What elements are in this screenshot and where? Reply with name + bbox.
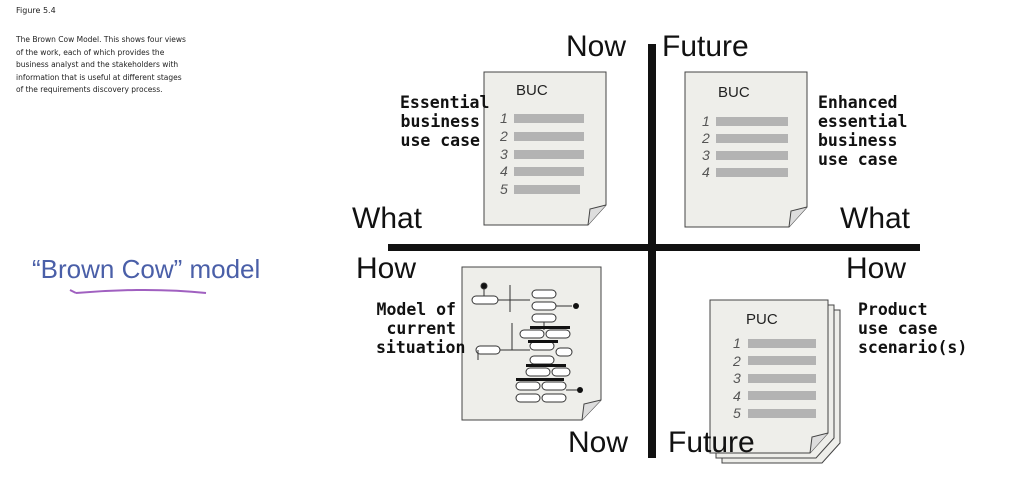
- axis-label-now-top: Now: [566, 30, 627, 63]
- axis-label-how-right: How: [846, 252, 907, 285]
- line-number: 3: [733, 370, 741, 387]
- model-title: “Brown Cow” model: [32, 254, 261, 284]
- quadrant-label-top-left: Essential business use case: [400, 93, 490, 150]
- quadrant-label-bottom-right: Product use case scenario(s): [858, 300, 968, 357]
- horizontal-axis: [388, 244, 920, 251]
- line-number: 5: [500, 181, 508, 198]
- model-document-bottom-left: [461, 266, 602, 421]
- line-number: 4: [733, 387, 741, 404]
- figure-number: Figure 5.4: [16, 6, 56, 15]
- doc-title-top-left: BUC: [516, 82, 548, 99]
- axis-label-what-left: What: [352, 202, 423, 235]
- axis-label-future-top: Future: [662, 30, 749, 63]
- handwritten-underline-tick: [69, 289, 77, 294]
- line-number: 3: [702, 147, 710, 163]
- figure-caption: The Brown Cow Model. This shows four vie…: [16, 35, 186, 94]
- line-number: 2: [500, 127, 508, 144]
- axis-label-how-left: How: [356, 252, 417, 285]
- puc-document-stack-bottom-right: [709, 299, 841, 464]
- line-number: 1: [702, 113, 710, 129]
- buc-document-top-left: [483, 71, 607, 226]
- line-number: 2: [733, 352, 741, 369]
- line-number: 1: [500, 110, 508, 126]
- line-number: 3: [500, 145, 508, 162]
- handwritten-underline: [75, 288, 207, 294]
- line-number: 4: [702, 164, 710, 180]
- line-number: 2: [702, 130, 710, 146]
- line-number: 5: [733, 405, 741, 422]
- line-number: 4: [500, 163, 508, 180]
- axis-label-what-right: What: [840, 202, 911, 235]
- buc-document-top-right: [684, 71, 808, 228]
- doc-title-top-right: BUC: [718, 84, 750, 101]
- axis-label-future-bottom: Future: [668, 426, 755, 459]
- quadrant-label-bottom-left: Model of current situation: [376, 300, 466, 357]
- line-number: 1: [733, 335, 741, 351]
- quadrant-label-top-right: Enhanced essential business use case: [818, 93, 908, 169]
- axis-label-now-bottom: Now: [568, 426, 629, 459]
- doc-title-bottom-right: PUC: [746, 311, 778, 328]
